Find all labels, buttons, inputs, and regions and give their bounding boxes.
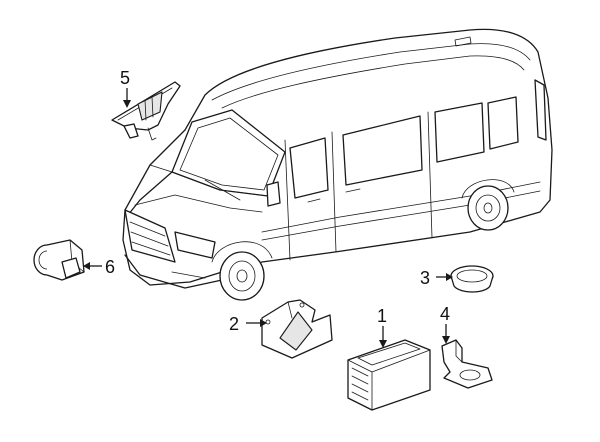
callout-number-2: 2	[229, 314, 239, 334]
part-parking-sensor	[33, 239, 85, 281]
callout-number-1: 1	[377, 306, 387, 326]
part-control-module	[347, 339, 431, 411]
callout-number-6: 6	[105, 257, 115, 277]
part-plug-cap	[450, 265, 494, 293]
callout-number-3: 3	[420, 268, 430, 288]
part-sensor-bracket	[441, 339, 493, 389]
part-camera-bracket	[111, 81, 181, 141]
callout-number-4: 4	[440, 304, 450, 324]
van-illustration	[122, 28, 553, 301]
callout-number-5: 5	[120, 68, 130, 88]
part-mirror-bracket	[261, 299, 333, 359]
